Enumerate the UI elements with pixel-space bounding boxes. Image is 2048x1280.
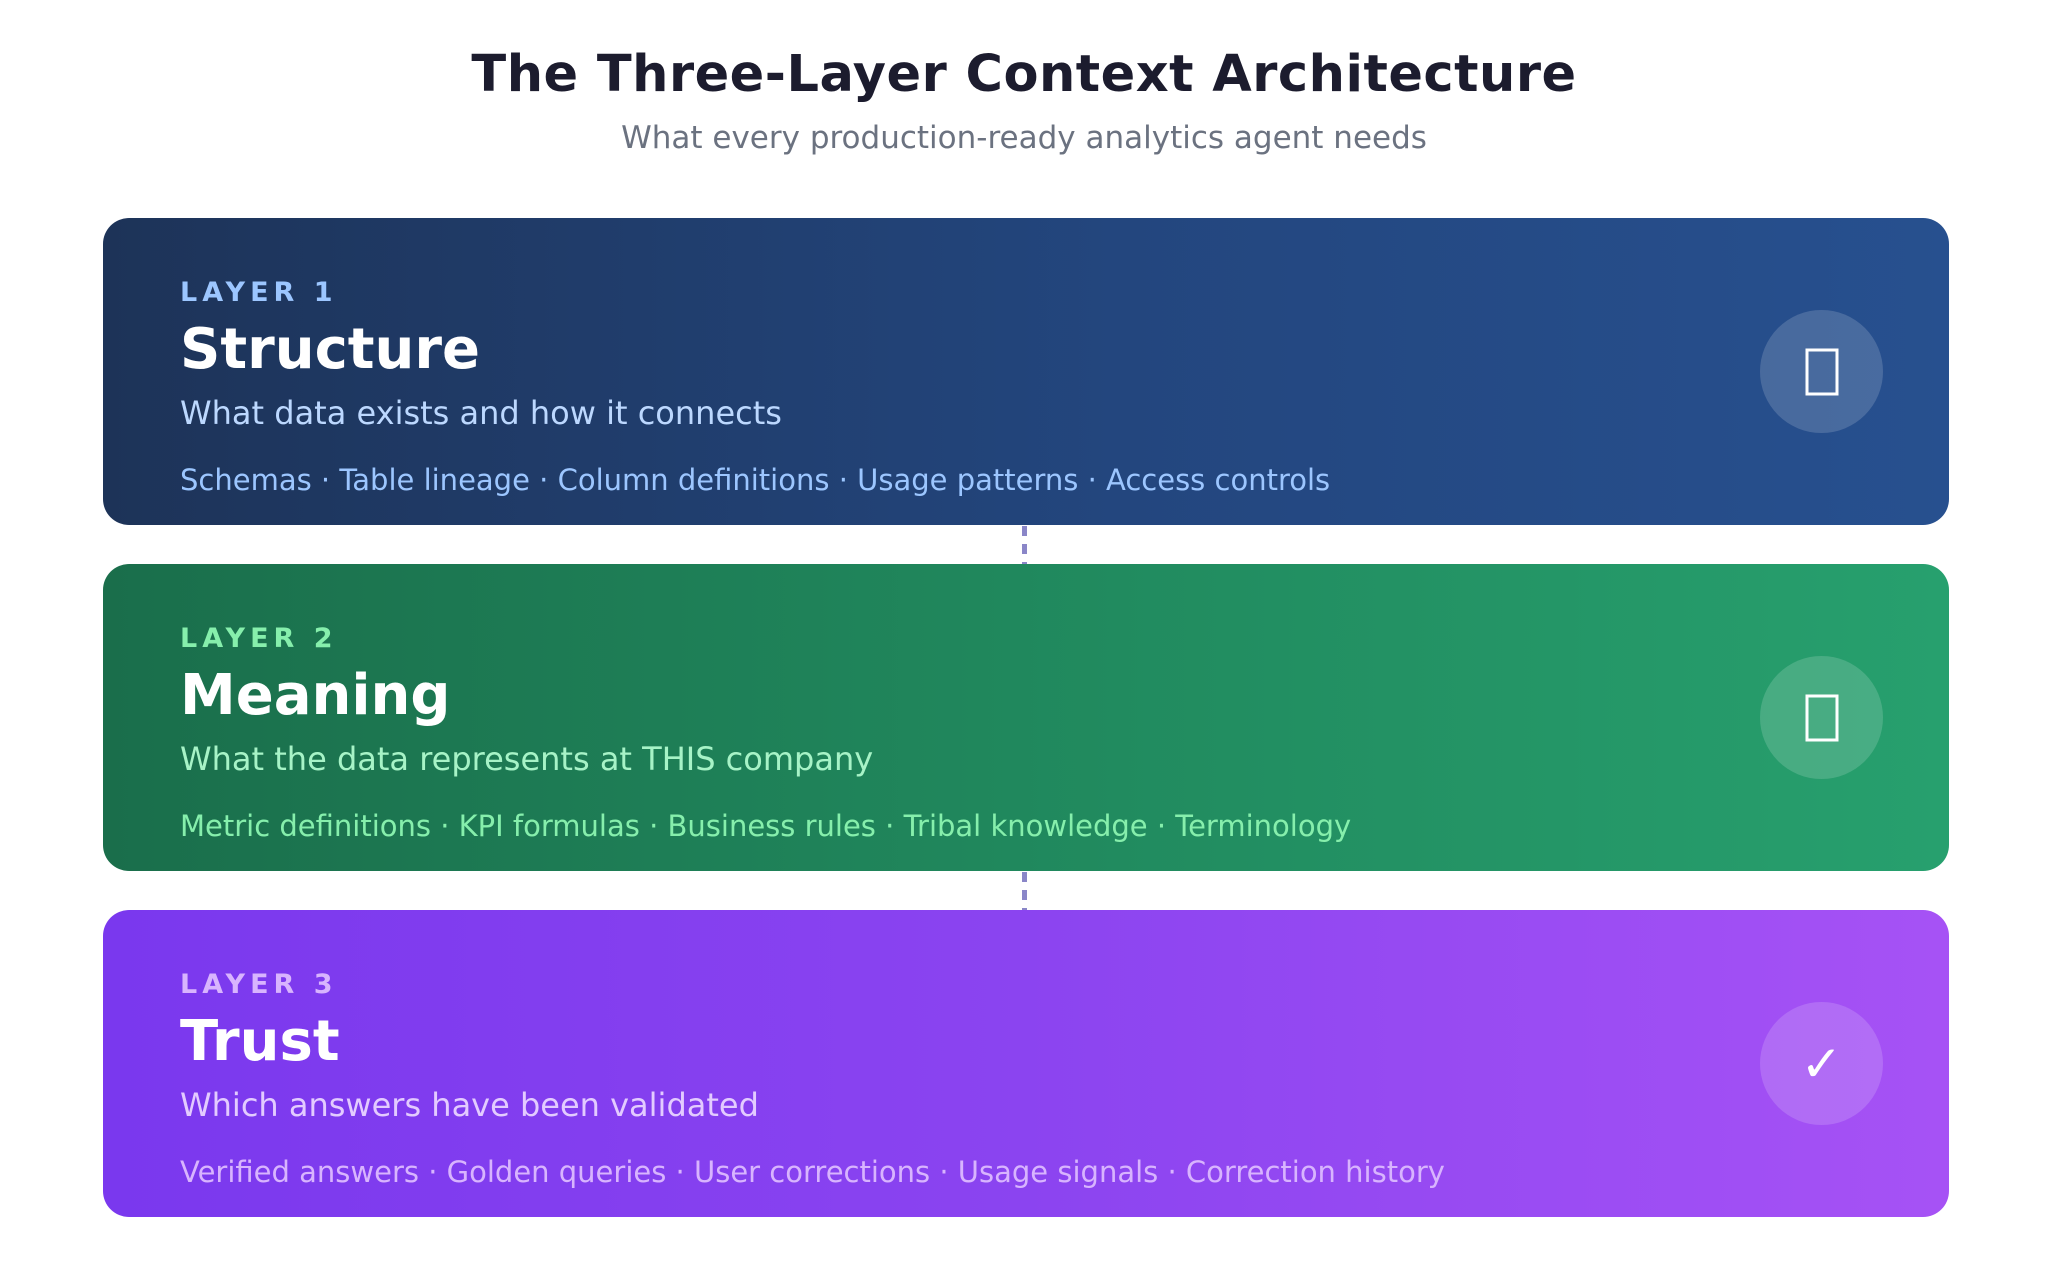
layer-meaning-card: LAYER 2 Meaning What the data represents…: [103, 564, 1949, 871]
layer-description: What data exists and how it connects: [180, 394, 782, 432]
diagram-subtitle: What every production-ready analytics ag…: [621, 120, 1427, 156]
layer-number: LAYER 1: [180, 277, 338, 308]
layer-trust-card: LAYER 3 Trust Which answers have been va…: [103, 910, 1949, 1217]
layer-items: Schemas · Table lineage · Column definit…: [180, 463, 1331, 497]
layer-name: Trust: [180, 1009, 340, 1074]
layer-structure-card: LAYER 1 Structure What data exists and h…: [103, 218, 1949, 525]
layer-connector: [1022, 526, 1027, 564]
diagram-title: The Three-Layer Context Architecture: [471, 45, 1577, 104]
database-icon: [1760, 310, 1883, 433]
layer-items: Verified answers · Golden queries · User…: [180, 1155, 1445, 1189]
layer-items: Metric definitions · KPI formulas · Busi…: [180, 809, 1352, 843]
layer-description: Which answers have been validated: [180, 1086, 759, 1124]
layer-connector: [1022, 872, 1027, 910]
layer-description: What the data represents at THIS company: [180, 740, 874, 778]
layer-number: LAYER 3: [180, 969, 338, 1000]
checkmark-glyph: ✓: [1800, 1034, 1843, 1093]
book-icon: [1760, 656, 1883, 779]
layer-number: LAYER 2: [180, 623, 338, 654]
checkmark-icon: ✓: [1760, 1002, 1883, 1125]
layer-name: Meaning: [180, 663, 451, 728]
layer-name: Structure: [180, 317, 481, 382]
